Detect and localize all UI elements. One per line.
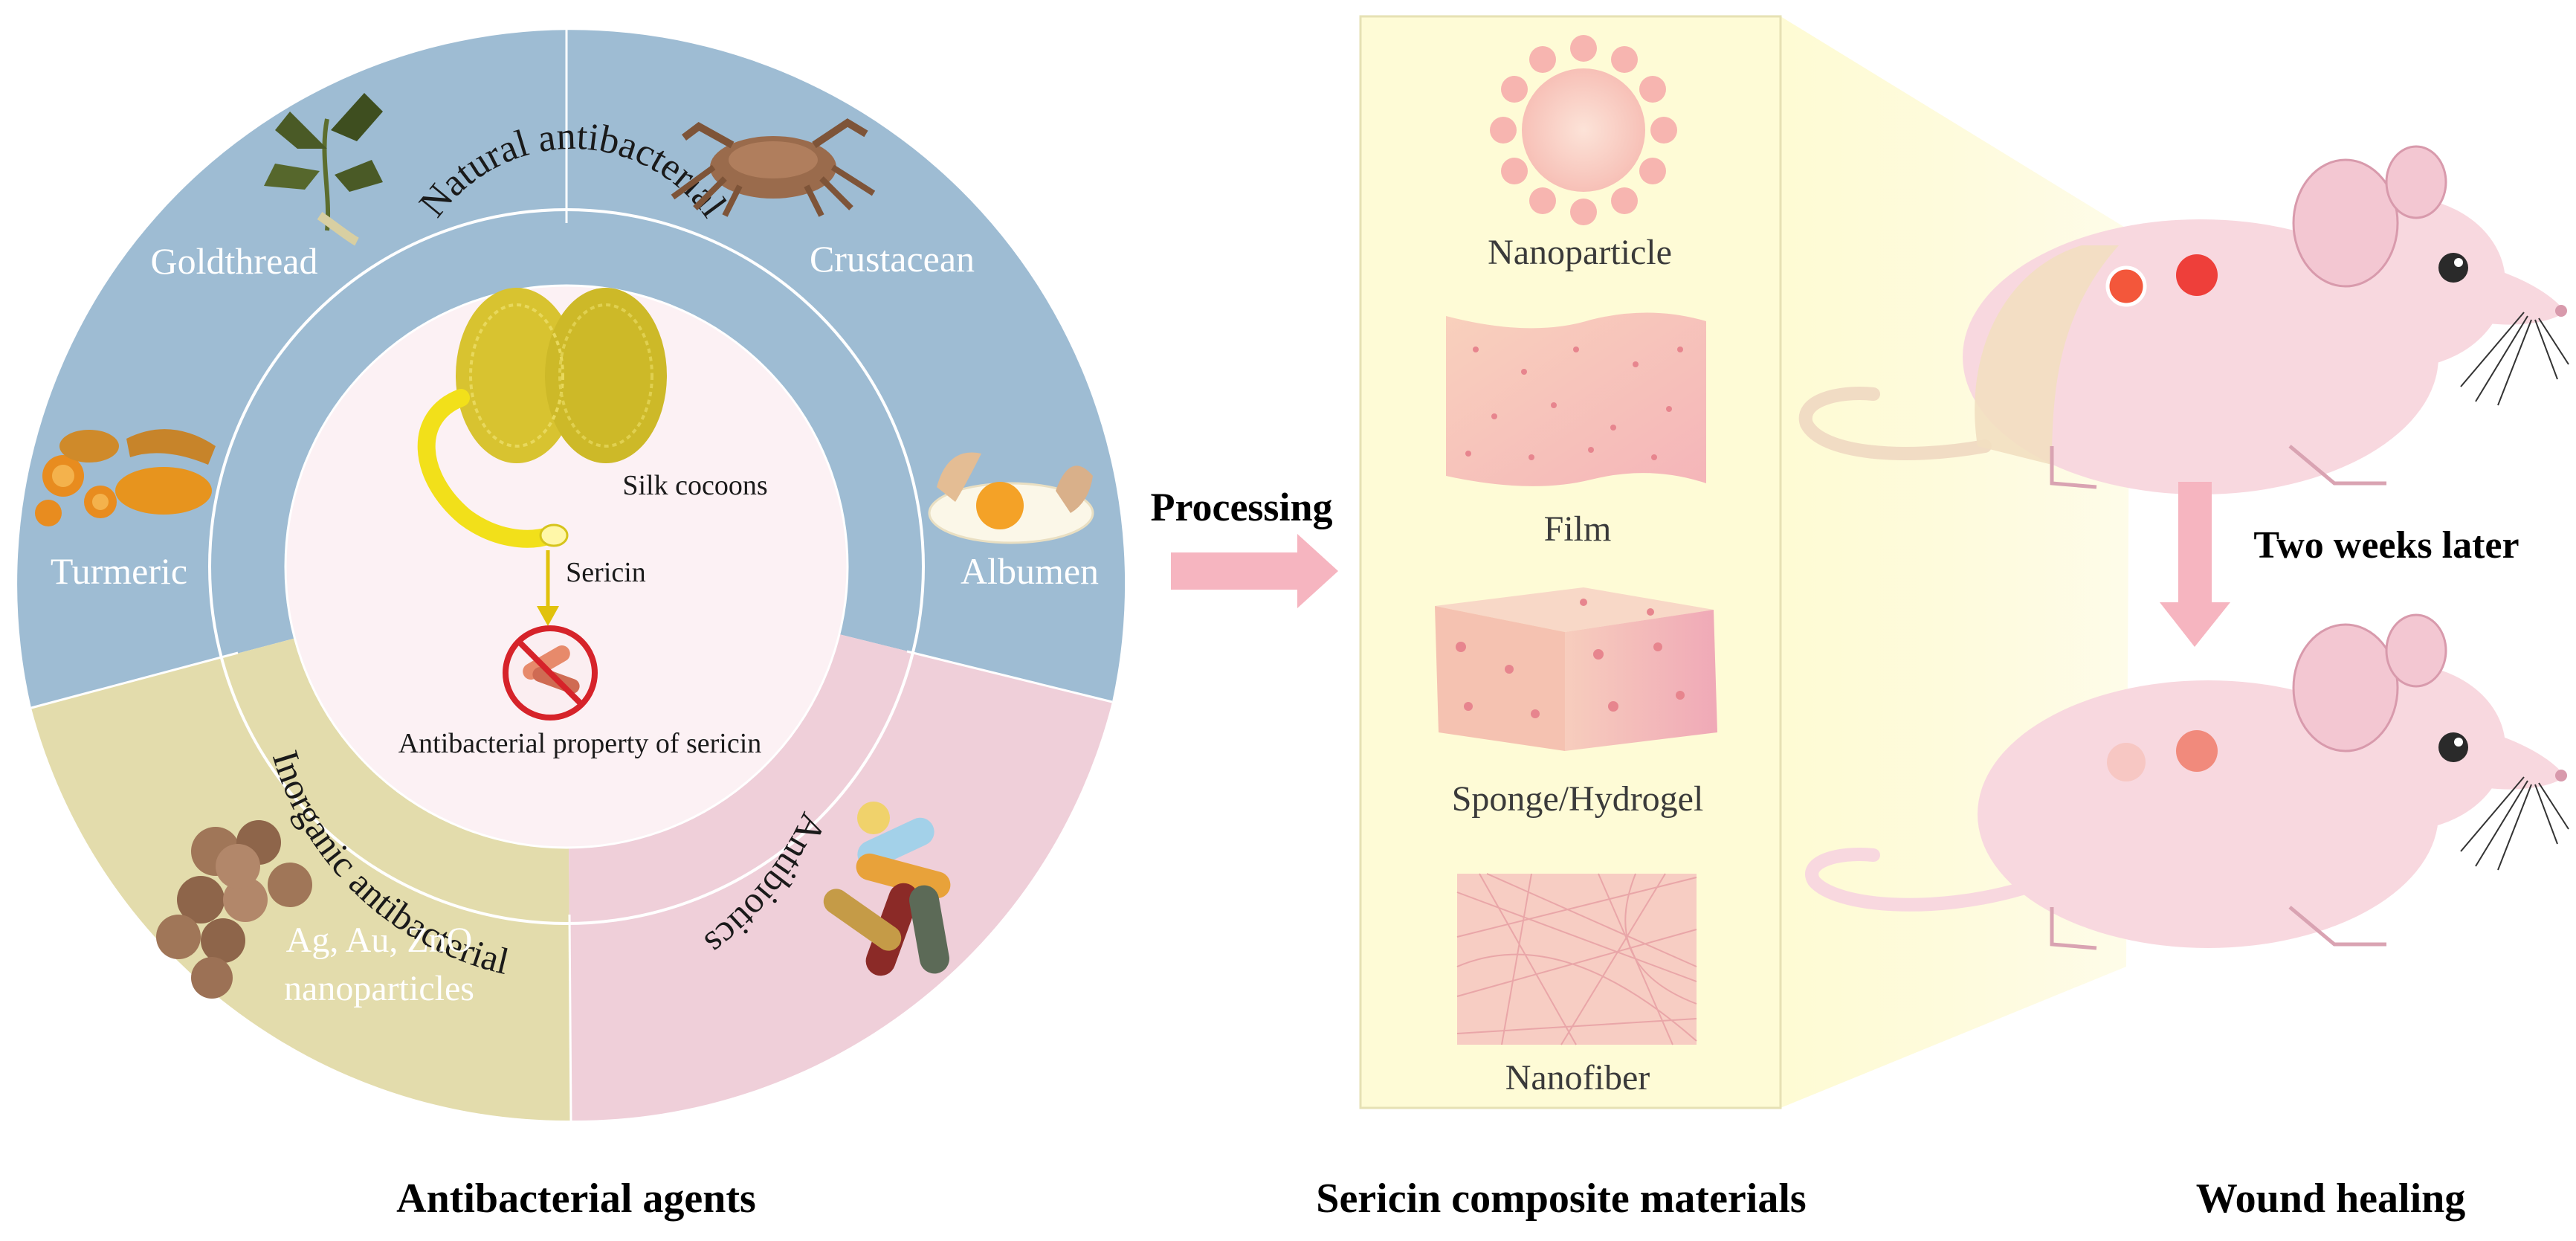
label-nanoparticles-1: Ag, Au, ZnO bbox=[286, 921, 473, 960]
label-silk-cocoons: Silk cocoons bbox=[622, 470, 767, 501]
sericin-cross-section bbox=[539, 523, 569, 547]
caption-sericin-composite: Sericin composite materials bbox=[1316, 1176, 1806, 1222]
crustacean-icon bbox=[671, 118, 876, 217]
divider-right bbox=[906, 650, 1113, 703]
pills-icon bbox=[823, 802, 951, 976]
wound-before-1 bbox=[2105, 265, 2147, 307]
nanofiber-shape bbox=[1456, 873, 1697, 1045]
sericin-thread bbox=[417, 389, 559, 548]
label-nanofiber: Nanofiber bbox=[1505, 1058, 1650, 1097]
sericin-arrow-head bbox=[537, 606, 559, 626]
label-crustacean: Crustacean bbox=[810, 238, 975, 280]
label-sericin: Sericin bbox=[566, 557, 646, 588]
silk-cocoons-icon bbox=[456, 288, 667, 463]
mouse-before bbox=[1798, 145, 2569, 494]
film-dots bbox=[1465, 346, 1683, 460]
wound-after-2 bbox=[2176, 730, 2218, 772]
mouse-after bbox=[1805, 613, 2569, 950]
caption-antibacterial-agents: Antibacterial agents bbox=[396, 1176, 756, 1222]
label-turmeric: Turmeric bbox=[51, 550, 187, 592]
turmeric-icon bbox=[35, 429, 216, 526]
zoom-funnel bbox=[1781, 16, 2130, 1108]
nanoparticle-spheres-icon bbox=[156, 820, 312, 999]
processing-arrow bbox=[1171, 534, 1338, 608]
processing-label: Processing bbox=[1151, 485, 1333, 529]
label-sponge-hydrogel: Sponge/Hydrogel bbox=[1452, 779, 1704, 819]
ring-outline bbox=[208, 208, 925, 925]
label-antibacterial-property: Antibacterial property of sericin bbox=[398, 728, 762, 759]
egg-icon bbox=[928, 452, 1094, 544]
sponge-shape bbox=[1435, 587, 1717, 751]
time-label: Two weeks later bbox=[2253, 524, 2519, 567]
film-shape bbox=[1446, 312, 1706, 486]
divider-bottom bbox=[568, 914, 572, 1121]
label-nanoparticles-2: nanoparticles bbox=[284, 969, 474, 1008]
label-film: Film bbox=[1544, 509, 1612, 549]
time-arrow bbox=[2160, 482, 2230, 647]
antibacterial-wheel: Natural antibacterial Inorganic antibact… bbox=[17, 15, 1126, 1121]
caption-wound-healing: Wound healing bbox=[2196, 1176, 2466, 1222]
wound-after-1 bbox=[2107, 743, 2146, 781]
nanoparticle-shape bbox=[1490, 35, 1677, 225]
goldthread-plant-icon bbox=[264, 93, 383, 246]
label-goldthread: Goldthread bbox=[151, 240, 318, 282]
wound-before-2 bbox=[2176, 254, 2218, 296]
divider-left bbox=[30, 651, 239, 709]
label-nanoparticle: Nanoparticle bbox=[1488, 233, 1672, 272]
label-albumen: Albumen bbox=[961, 550, 1099, 592]
no-bacteria-icon bbox=[503, 625, 598, 721]
